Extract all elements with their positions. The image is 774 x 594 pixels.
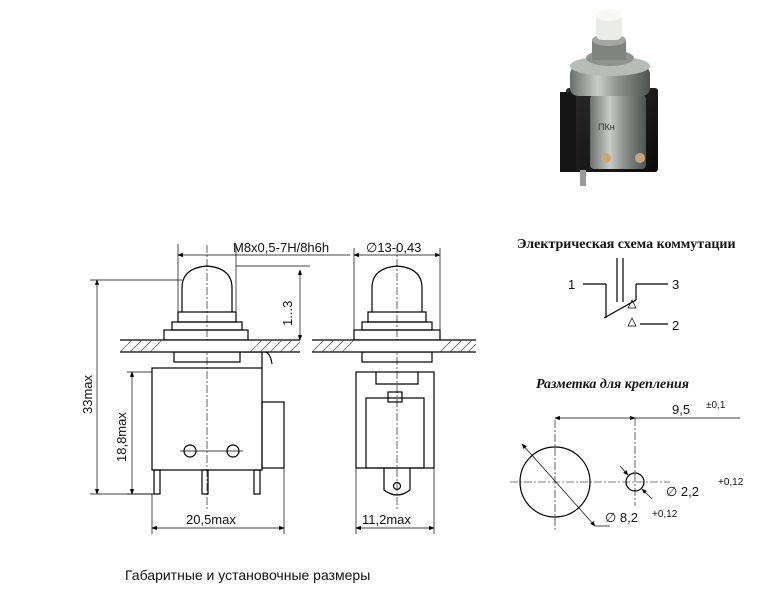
- side-view: ∅13-0,43 11,2max: [311, 240, 477, 534]
- height-body-dimension: 18,8max: [114, 412, 129, 462]
- large-hole-tolerance: +0,12: [652, 509, 678, 520]
- spacing-tolerance: ±0,1: [706, 400, 726, 411]
- diameter-dimension: ∅13-0,43: [366, 240, 421, 255]
- depth-body-dimension: 11,2max: [362, 512, 411, 527]
- small-hole-dimension: ∅ 2,2: [666, 484, 699, 499]
- switch-photo: ПКн: [560, 9, 658, 186]
- spacing-dimension: 9,5: [672, 402, 690, 417]
- pin-2-label: 2: [672, 318, 679, 333]
- front-view: M8x0,5-7H/8h6h 1...3 33max 18,8max 20,5m…: [80, 240, 350, 534]
- stroke-dimension: 1...3: [280, 301, 295, 326]
- svg-text:ПКн: ПКн: [598, 122, 615, 132]
- caption: Габаритные и установочные размеры: [125, 567, 370, 583]
- large-hole-dimension: ∅ 8,2: [605, 510, 638, 525]
- mounting-title: Разметка для крепления: [536, 377, 689, 392]
- pin-1-label: 1: [568, 277, 575, 292]
- height-total-dimension: 33max: [80, 374, 95, 414]
- schematic-title: Электрическая схема коммутации: [517, 237, 736, 252]
- pin-3-label: 3: [672, 277, 679, 292]
- thread-dimension: M8x0,5-7H/8h6h: [233, 240, 329, 255]
- switching-schematic: Электрическая схема коммутации 1 3 2: [517, 237, 736, 333]
- width-body-dimension: 20,5max: [186, 512, 236, 527]
- small-hole-tolerance: +0,12: [718, 477, 744, 488]
- mounting-pattern: Разметка для крепления 9,5 ±0,1 ∅ 2,2 +0…: [510, 377, 744, 530]
